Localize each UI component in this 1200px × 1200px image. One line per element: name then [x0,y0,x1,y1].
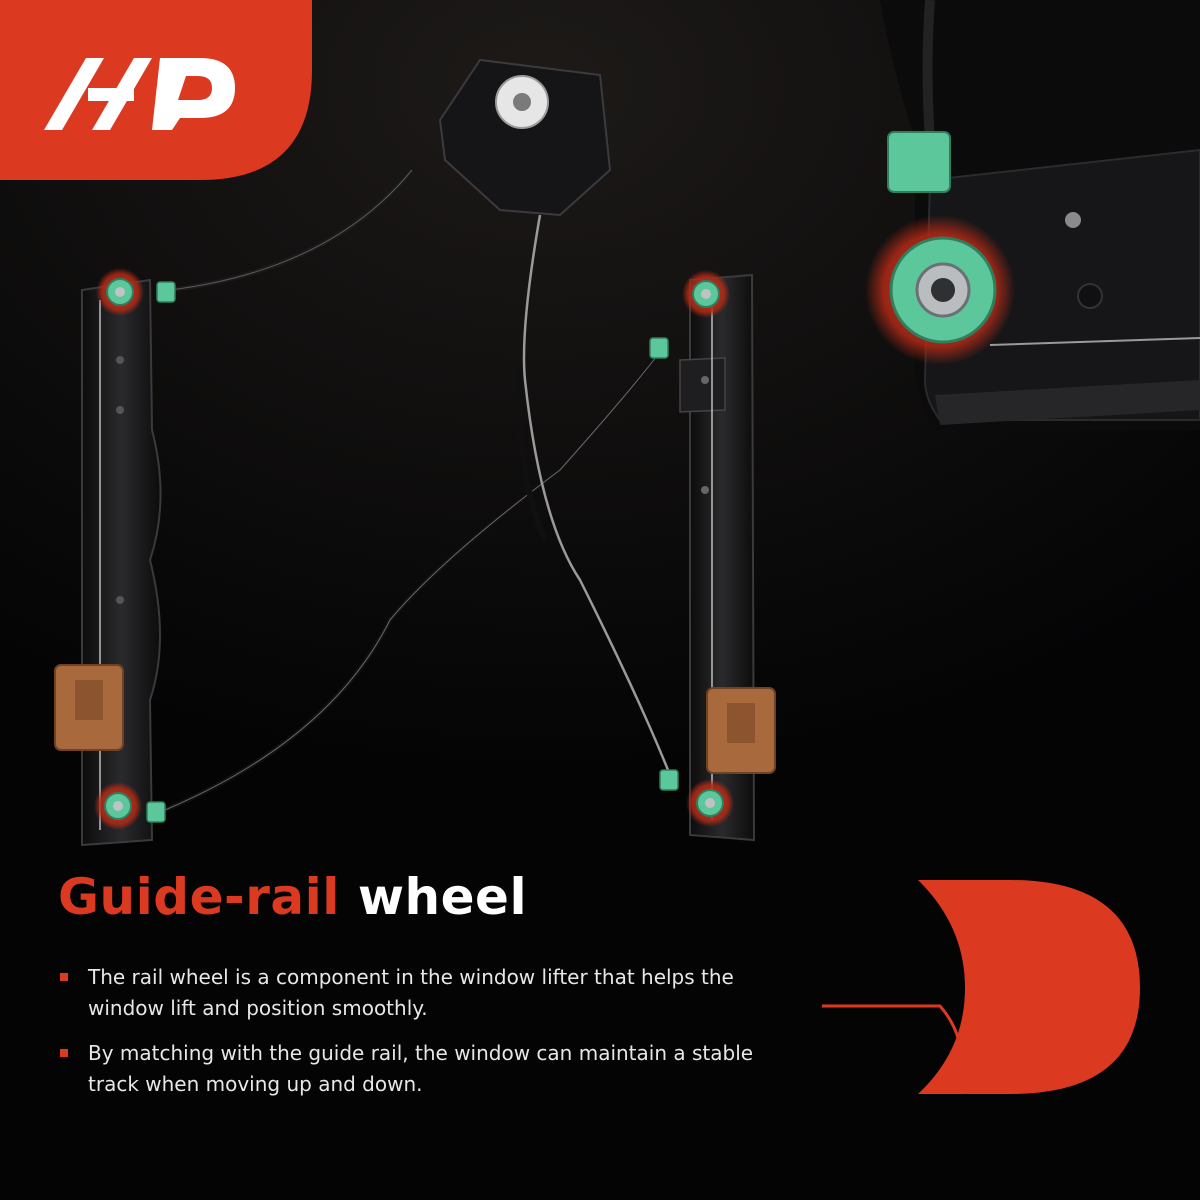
list-item-text: By matching with the guide rail, the win… [88,1041,754,1096]
bullet-square-icon [60,1049,68,1057]
headline-accent: Guide-rail [58,868,340,926]
headline: Guide-rail wheel [58,868,527,926]
right-window-clip [706,687,776,774]
green-cable-clips [146,281,679,823]
logo-red-shape [0,0,312,180]
brand-logo [0,0,312,180]
left-window-clip [54,664,124,751]
guide-wheel-closeup [865,0,1200,430]
cables [164,168,672,813]
list-item: The rail wheel is a component in the win… [58,962,758,1024]
guide-wheel-bottom-left [94,782,142,830]
left-guide-rail [81,278,162,847]
guide-wheel-top-left [96,268,144,316]
feature-list: The rail wheel is a component in the win… [58,962,758,1114]
list-item: By matching with the guide rail, the win… [58,1038,758,1100]
window-regulator-illustration [0,0,1200,860]
guide-wheel-top-right [682,270,730,318]
bullet-square-icon [60,973,68,981]
guide-wheel-bottom-right [686,779,734,827]
decorative-d-shape [822,880,1140,1095]
closeup-green-clip [887,131,951,193]
logo-mark-icon [44,58,235,130]
headline-main: wheel [357,868,528,926]
list-item-text: The rail wheel is a component in the win… [88,965,734,1020]
cable-drum-housing [438,58,612,217]
